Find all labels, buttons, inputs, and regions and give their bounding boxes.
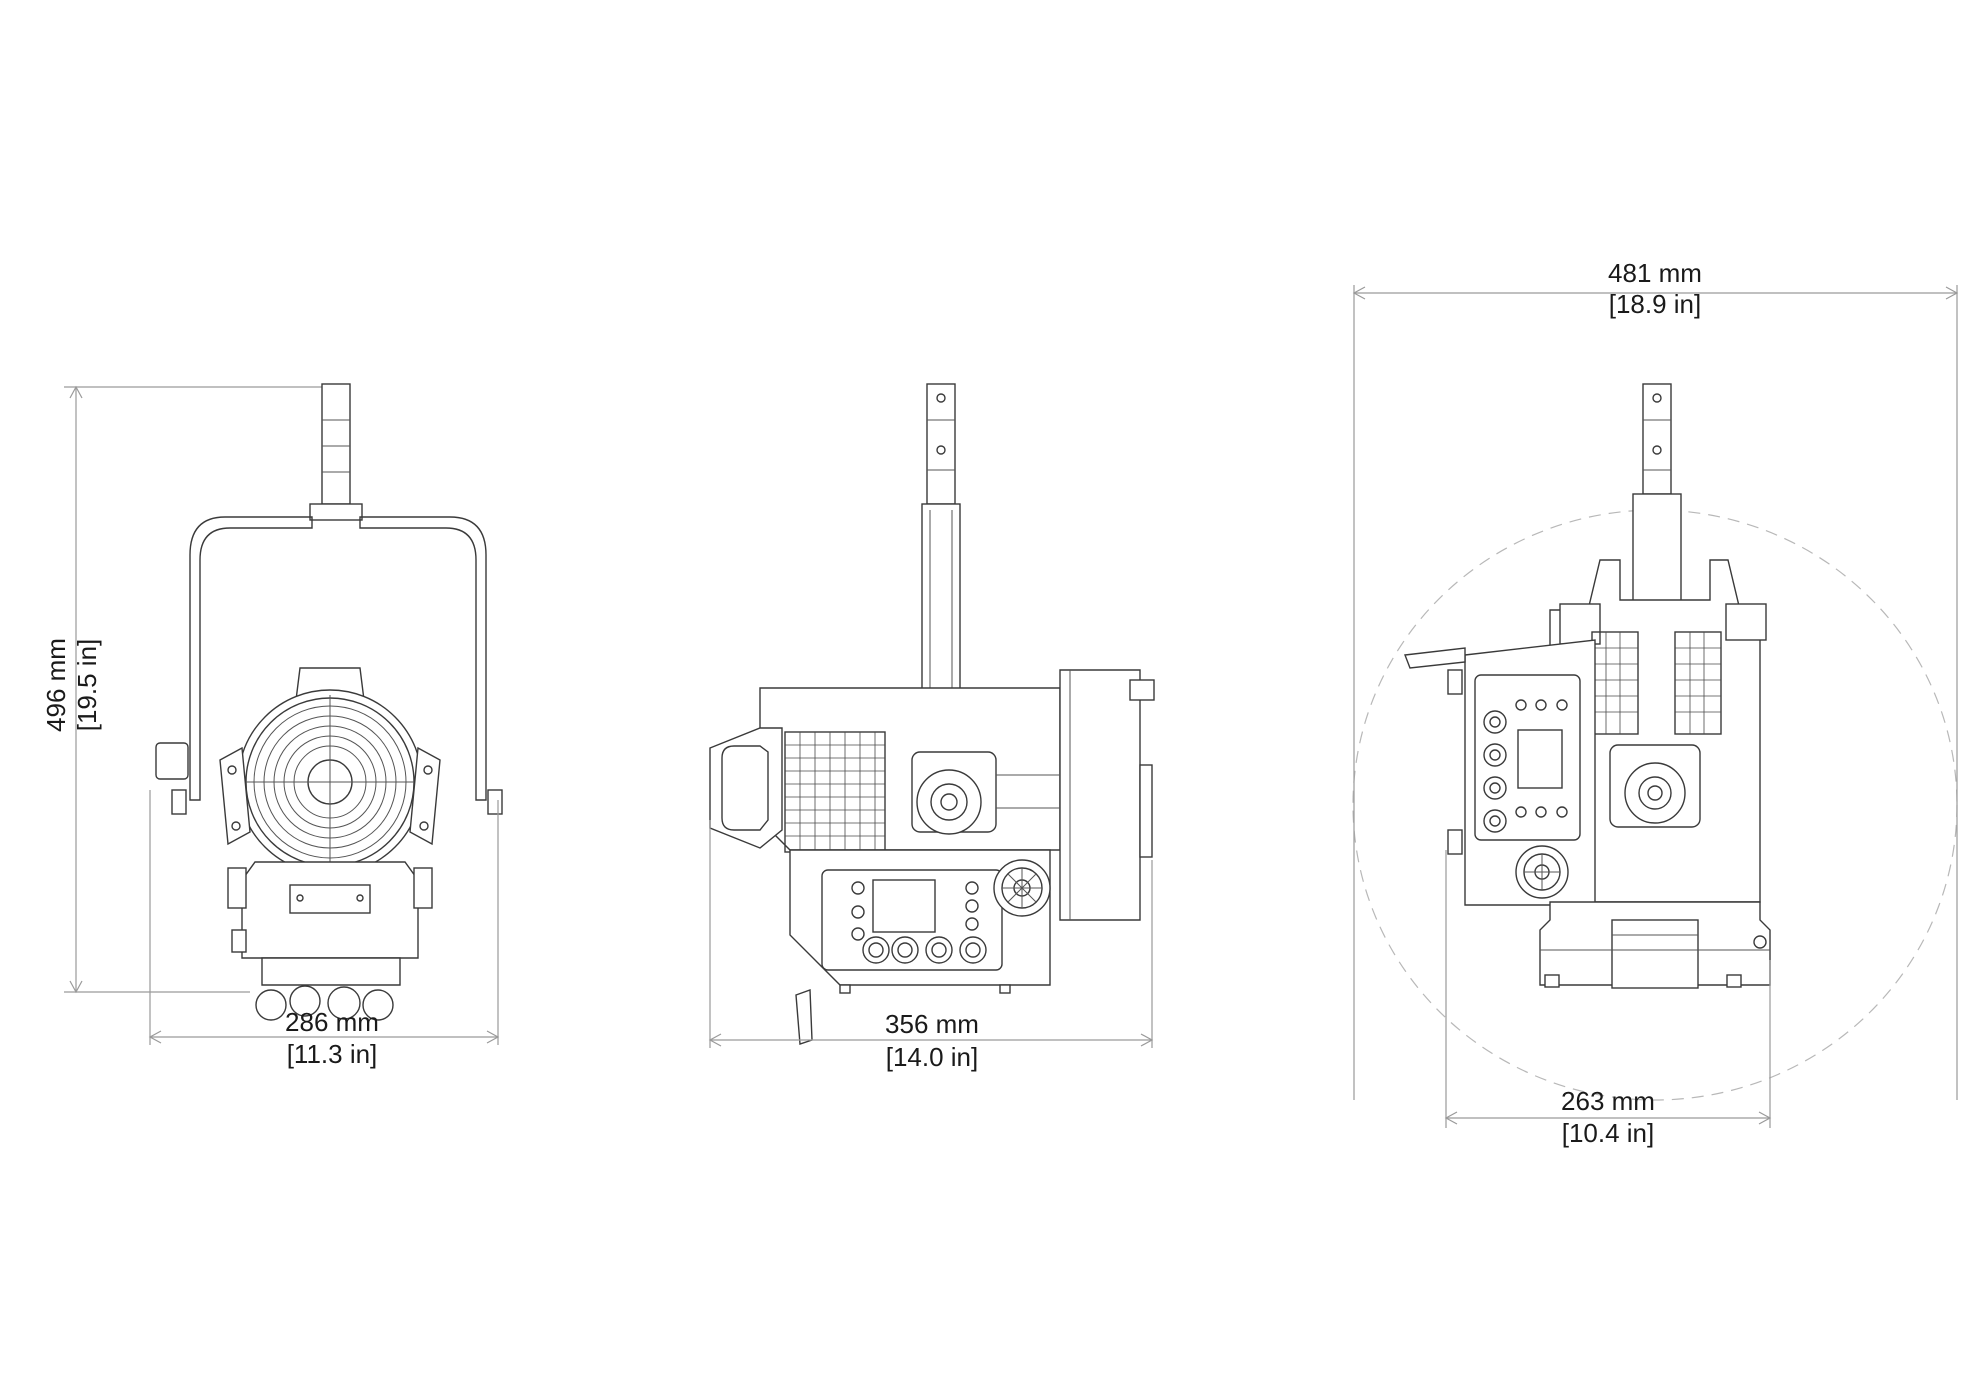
rear-width-in: [10.4 in] (1562, 1118, 1655, 1148)
front-knob-left (155, 742, 189, 780)
side-vent-grid (785, 732, 885, 852)
rear-swing-mm: 481 mm (1608, 258, 1702, 288)
side-view: 356 mm [14.0 in] (708, 383, 1155, 1072)
side-housing (709, 669, 1155, 921)
front-width-in: [11.3 in] (287, 1039, 378, 1069)
rear-control-panel (1404, 639, 1596, 906)
front-height-in: [19.5 in] (72, 639, 102, 732)
front-view: 496 mm [19.5 in] (41, 383, 503, 1069)
rear-width-mm: 263 mm (1561, 1086, 1655, 1116)
side-length-mm: 356 mm (885, 1009, 979, 1039)
front-head (219, 667, 441, 875)
side-control-panel (789, 849, 1051, 1045)
rear-base (1539, 901, 1771, 989)
rear-width-dimension: 263 mm [10.4 in] (1444, 850, 1772, 1148)
front-yoke (189, 516, 313, 801)
front-yoke-right (359, 516, 487, 801)
rear-body (1549, 559, 1767, 903)
front-height-dimension: 496 mm [19.5 in] (41, 385, 330, 994)
front-width-dimension: 286 mm [11.3 in] (148, 790, 500, 1069)
rear-view: 481 mm [18.9 in] (1352, 258, 1959, 1148)
front-height-mm: 496 mm (41, 638, 71, 732)
front-spigot (309, 383, 363, 521)
front-knob-right (487, 789, 503, 815)
side-length-in: [14.0 in] (886, 1042, 979, 1072)
rear-swing-dimension: 481 mm [18.9 in] (1352, 258, 1959, 1100)
front-width-mm: 286 mm (285, 1007, 379, 1037)
side-length-dimension: 356 mm [14.0 in] (708, 820, 1154, 1072)
front-base (227, 861, 433, 1021)
rear-swing-in: [18.9 in] (1609, 289, 1702, 319)
rear-vent-grid (1592, 632, 1721, 734)
